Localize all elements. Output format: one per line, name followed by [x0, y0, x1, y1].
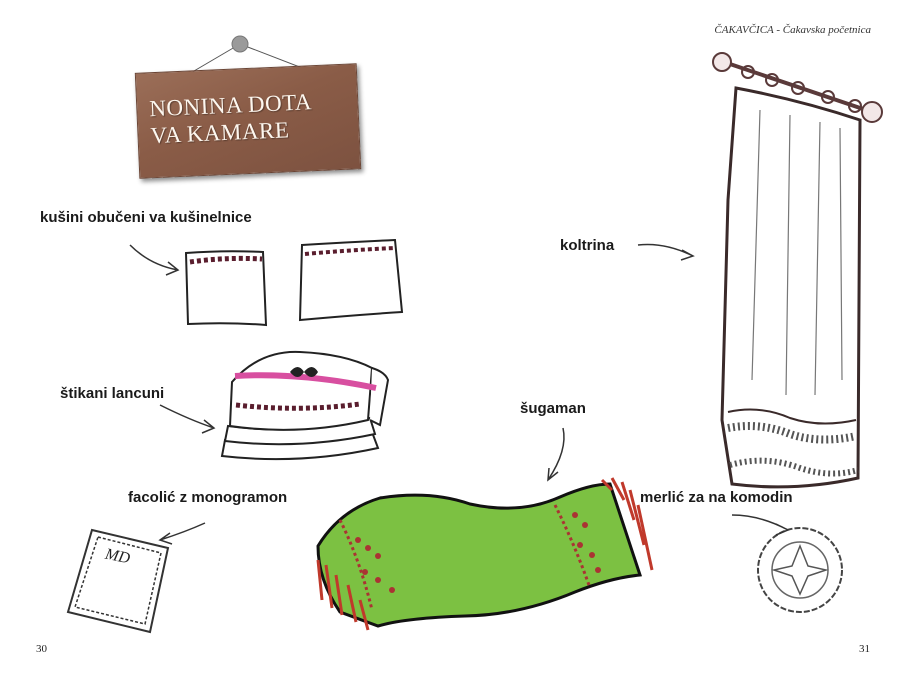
pillow-left [184, 250, 268, 327]
pillow-right [298, 238, 404, 322]
label-curtain: koltrina [560, 237, 615, 254]
folded-sheets [220, 350, 390, 461]
page-number-right: 31 [859, 643, 870, 655]
book-title: ČAKAVČICA - Čakavska početnica [714, 24, 871, 36]
label-doily: merlić za na komodin [640, 489, 793, 506]
towel [316, 477, 654, 631]
curtain [712, 52, 883, 489]
doily [757, 527, 843, 613]
label-pillows: kušini obučeni va kušinelnice [40, 209, 252, 226]
label-towel: šugaman [520, 400, 586, 417]
sign-line-2: VA KAMARE [150, 117, 290, 149]
page-number-left: 30 [36, 643, 47, 655]
handkerchief [66, 528, 170, 634]
title-sign: NONINA DOTA VA KAMARE [134, 63, 362, 179]
label-sheets: štikani lancuni [60, 385, 165, 402]
pointer-arrows [129, 243, 790, 545]
label-handkerchief: facolić z monogramon [128, 489, 288, 506]
sign-title: NONINA DOTA VA KAMARE [149, 88, 314, 149]
